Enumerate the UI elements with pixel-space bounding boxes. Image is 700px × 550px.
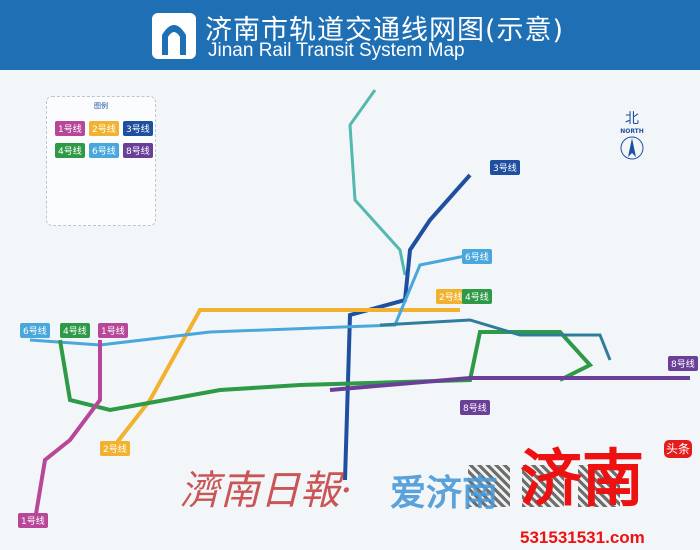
badge-line-2-west[interactable]: 2号线 xyxy=(100,441,130,456)
badge-line-6-west[interactable]: 6号线 xyxy=(20,323,50,338)
badge-line-1-south[interactable]: 1号线 xyxy=(18,513,48,528)
qr-code xyxy=(578,465,620,507)
app-watermark: 爱济南 xyxy=(390,473,499,514)
legend-line-8: 8号线 xyxy=(123,143,153,158)
line-2 xyxy=(113,308,460,447)
north-arrow: 北 NORTH xyxy=(620,108,644,165)
badge-line-3[interactable]: 3号线 xyxy=(490,160,520,175)
qr-code xyxy=(522,465,564,507)
line-6 xyxy=(29,253,471,347)
compass-icon xyxy=(620,136,644,160)
qr-code xyxy=(468,465,510,507)
map-subtitle: Jinan Rail Transit System Map xyxy=(208,40,465,61)
metro-map[interactable] xyxy=(0,70,700,550)
brand-watermark: 济南 xyxy=(520,442,645,515)
line-teal-north xyxy=(348,89,407,276)
badge-line-4-west[interactable]: 4号线 xyxy=(60,323,90,338)
legend-title: 图例 xyxy=(94,102,108,110)
legend: 图例 1号线 2号线 3号线 4号线 6号线 8号线 xyxy=(46,96,156,226)
line-3 xyxy=(343,173,472,481)
toutiao-badge: 头条 xyxy=(664,440,692,458)
legend-line-2: 2号线 xyxy=(89,121,119,136)
line-4 xyxy=(58,330,594,413)
badge-line-8-east[interactable]: 8号线 xyxy=(668,356,698,371)
badge-line-2-east[interactable]: 2号线 xyxy=(436,289,466,304)
map-title: 济南市轨道交通线网图(示意) xyxy=(205,15,565,46)
north-en: NORTH xyxy=(620,128,644,135)
site-watermark: 531531531.com xyxy=(520,528,645,547)
north-cn: 北 xyxy=(625,111,639,127)
legend-line-4: 4号线 xyxy=(55,143,85,158)
newspaper-watermark: 濟南日報· xyxy=(180,468,353,514)
badge-line-6-east[interactable]: 6号线 xyxy=(462,249,492,264)
badge-line-4-east[interactable]: 4号线 xyxy=(462,289,492,304)
line-1 xyxy=(33,340,102,521)
legend-line-3: 3号线 xyxy=(123,121,153,136)
legend-line-1: 1号线 xyxy=(55,121,85,136)
badge-line-8-south[interactable]: 8号线 xyxy=(460,400,490,415)
jinan-metro-logo xyxy=(152,13,196,59)
line-dark-teal xyxy=(379,318,612,361)
badge-line-1-north[interactable]: 1号线 xyxy=(98,323,128,338)
line-8 xyxy=(329,376,690,392)
header: 济南市轨道交通线网图(示意) Jinan Rail Transit System… xyxy=(0,0,700,70)
legend-line-6: 6号线 xyxy=(89,143,119,158)
